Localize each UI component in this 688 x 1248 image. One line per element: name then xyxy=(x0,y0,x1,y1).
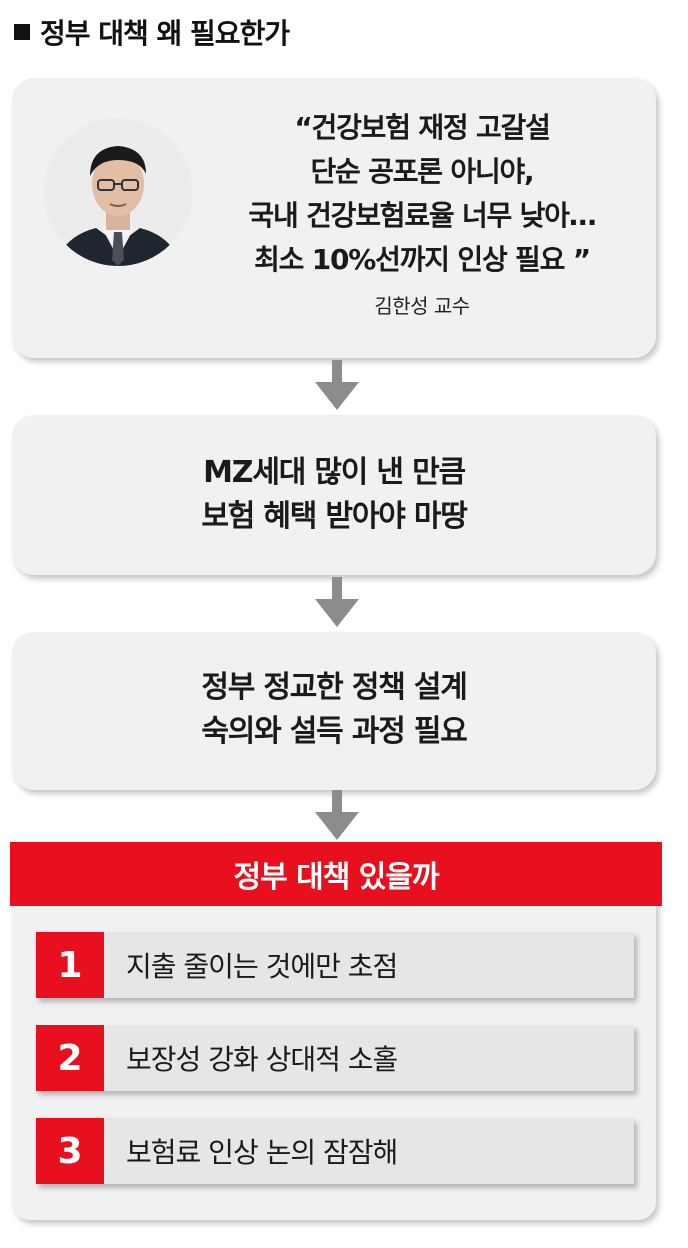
list-item: 3 보험료 인상 논의 잠잠해 xyxy=(36,1118,634,1184)
item-text: 지출 줄이는 것에만 초점 xyxy=(126,950,398,983)
quote-line: 최소 10%선까지 인상 필요 ” xyxy=(254,243,591,276)
quote-card: “건강보험 재정 고갈설 단순 공포론 아니야, 국내 건강보험료율 너무 낮아… xyxy=(12,78,656,358)
square-bullet-icon xyxy=(14,24,30,40)
page-header: 정부 대책 왜 필요한가 xyxy=(14,12,290,52)
item-text: 보장성 강화 상대적 소홀 xyxy=(126,1043,398,1076)
step-line: 보험 혜택 받아야 마땅 xyxy=(201,499,468,534)
down-arrow-icon xyxy=(315,577,359,627)
step-card-2: 정부 정교한 정책 설계 숙의와 설득 과정 필요 xyxy=(12,632,656,790)
person-portrait-icon xyxy=(44,118,192,266)
item-number-badge: 3 xyxy=(36,1118,104,1184)
item-number-badge: 1 xyxy=(36,932,104,998)
step-text: 정부 정교한 정책 설계 숙의와 설득 과정 필요 xyxy=(12,666,656,754)
panel-title: 정부 대책 있을까 xyxy=(233,860,439,895)
page-title: 정부 대책 왜 필요한가 xyxy=(40,17,290,50)
step-text: MZ세대 많이 낸 만큼 보험 혜택 받아야 마땅 xyxy=(12,451,656,539)
item-number-badge: 2 xyxy=(36,1025,104,1091)
quote-line: 국내 건강보험료율 너무 낮아… xyxy=(248,199,596,232)
step-card-1: MZ세대 많이 낸 만큼 보험 혜택 받아야 마땅 xyxy=(12,415,656,575)
down-arrow-icon xyxy=(315,790,359,840)
panel-header: 정부 대책 있을까 xyxy=(10,842,662,906)
step-line: 숙의와 설득 과정 필요 xyxy=(201,714,468,749)
professor-photo xyxy=(44,118,192,266)
list-item: 2 보장성 강화 상대적 소홀 xyxy=(36,1025,634,1091)
down-arrow-icon xyxy=(315,360,359,410)
quote-author: 김한성 교수 xyxy=(374,294,470,318)
quote-line: 단순 공포론 아니야, xyxy=(310,155,534,188)
quote-text: “건강보험 재정 고갈설 단순 공포론 아니야, 국내 건강보험료율 너무 낮아… xyxy=(212,106,632,282)
step-line: MZ세대 많이 낸 만큼 xyxy=(203,455,466,490)
quote-line: “건강보험 재정 고갈설 xyxy=(294,111,551,144)
list-item: 1 지출 줄이는 것에만 초점 xyxy=(36,932,634,998)
step-line: 정부 정교한 정책 설계 xyxy=(201,670,468,705)
item-text: 보험료 인상 논의 잠잠해 xyxy=(126,1136,398,1169)
